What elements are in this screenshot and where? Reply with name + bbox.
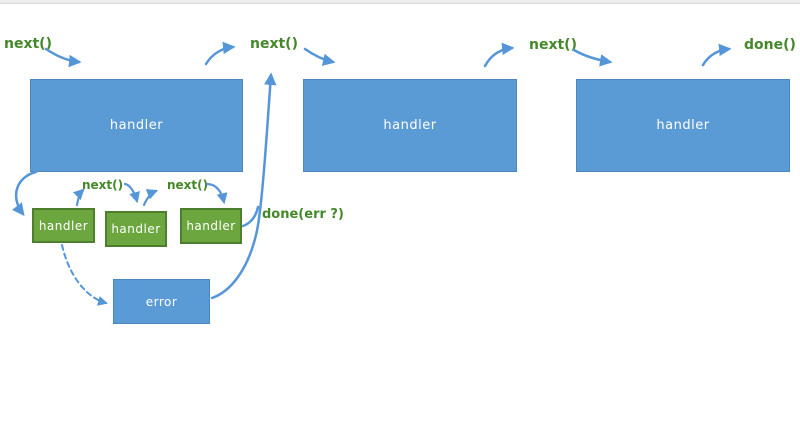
dashed-arrow-icon-middleware1-to-error	[61, 244, 108, 306]
curved-arrow-icon-middleware1-to-nexta	[72, 188, 85, 207]
middleware-box-1: handler	[32, 208, 95, 243]
middleware-box-2: handler	[105, 211, 167, 247]
handler-box-3-label: handler	[656, 118, 710, 133]
curved-arrow-icon-handler3-to-done	[701, 43, 732, 67]
handler-box-1: handler	[30, 79, 243, 172]
middleware-box-3: handler	[180, 208, 242, 244]
curved-arrow-icon-handler2-to-next3	[483, 42, 515, 68]
error-box-label: error	[145, 294, 178, 309]
label-done: done()	[744, 37, 796, 53]
label-next-sub-1: next()	[82, 178, 124, 192]
label-next-3: next()	[529, 37, 577, 53]
curved-arrow-icon-handler1-to-next2	[204, 41, 236, 66]
handler-box-1-label: handler	[109, 118, 164, 133]
middleware-box-2-label: handler	[111, 222, 161, 236]
label-next-1: next()	[4, 36, 52, 52]
handler-box-3: handler	[576, 79, 790, 172]
handler-box-2-label: handler	[383, 118, 437, 133]
window-chrome-strip	[0, 0, 800, 4]
label-next-sub-2: next()	[167, 178, 209, 192]
handler-box-2: handler	[303, 79, 517, 172]
curved-arrow-icon-middleware2-to-nextb	[142, 189, 159, 207]
middleware-box-1-label: handler	[38, 218, 89, 233]
curved-arrow-icon-middleware3-done-err	[241, 205, 260, 228]
error-box: error	[113, 279, 210, 324]
label-next-2: next()	[250, 36, 298, 52]
curved-arrow-icon-next3-to-handler3	[572, 48, 613, 67]
curved-arrow-icon-nexta-to-middleware2	[123, 182, 140, 204]
middleware-box-3-label: handler	[186, 219, 236, 233]
label-done-err: done(err ?)	[262, 207, 344, 222]
curved-arrow-icon-nextb-to-middleware3	[205, 182, 228, 205]
curved-arrow-icon-next2-to-handler2	[303, 47, 336, 66]
